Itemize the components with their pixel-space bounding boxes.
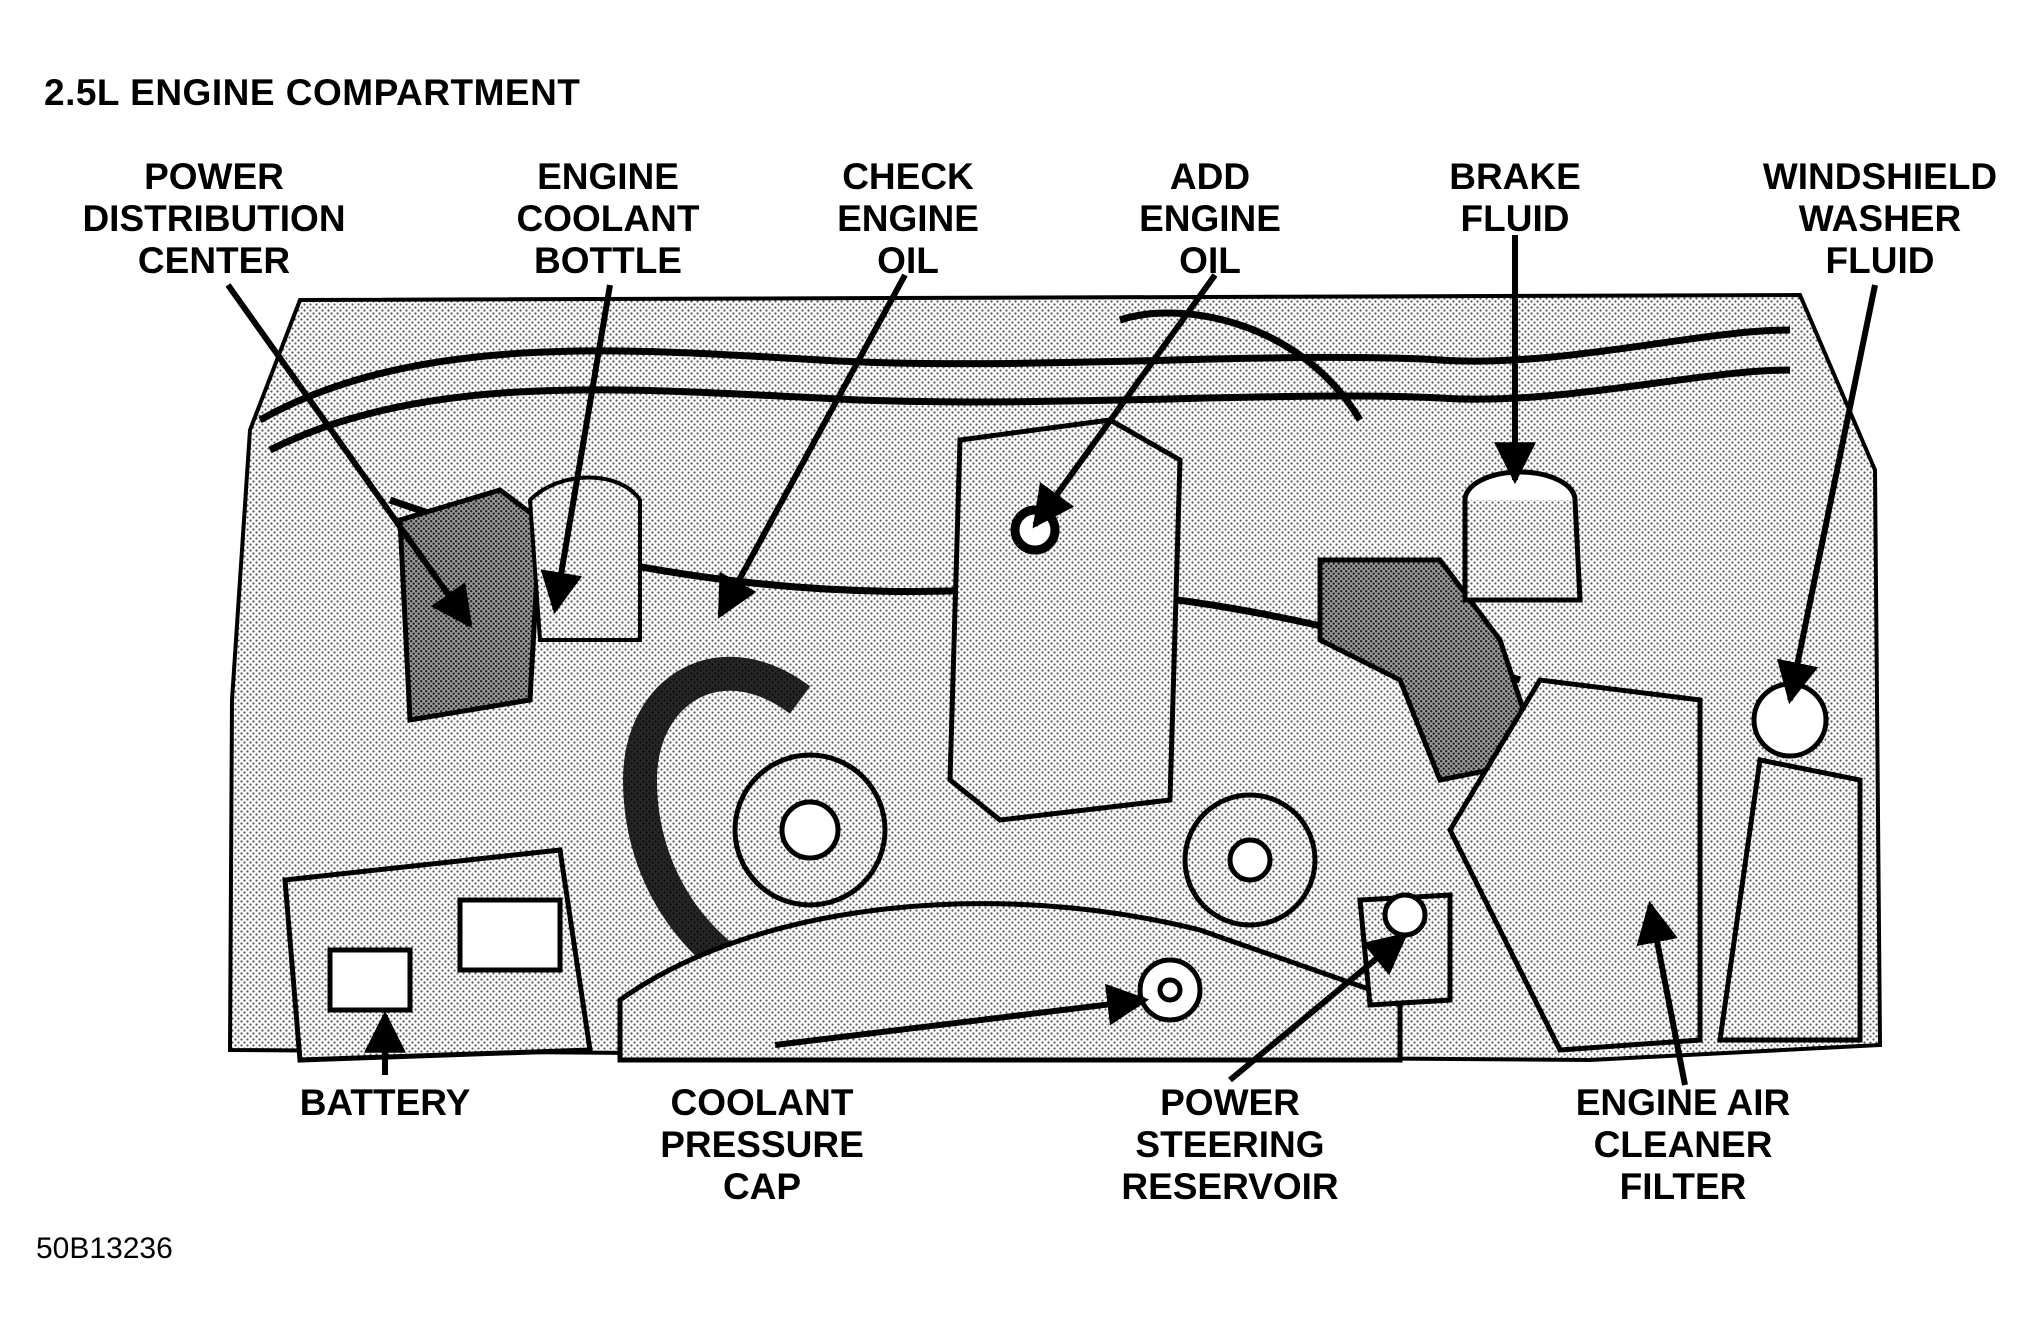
arrow-windshield-washer-fluid [1777, 284, 1878, 705]
water-pump-pulley [732, 752, 888, 908]
label-power-distribution-center: POWER DISTRIBUTION CENTER [82, 156, 346, 281]
power-steering-reservoir [1357, 892, 1453, 1008]
label-coolant-pressure-cap: COOLANT PRESSURE CAP [660, 1082, 864, 1207]
arrow-add-engine-oil [1032, 273, 1218, 529]
crank-pulley [1182, 792, 1318, 928]
coolant-pressure-cap [1137, 957, 1203, 1023]
oil-fill-cap [1014, 509, 1056, 551]
air-cleaner-housing [1447, 677, 1703, 1053]
brake-master-cylinder [1462, 469, 1583, 603]
figure-id: 50B13236 [36, 1232, 173, 1265]
washer-reservoir [1717, 681, 1863, 1043]
power-distribution-center-box [397, 487, 543, 723]
label-power-steering-reservoir: POWER STEERING RESERVOIR [1121, 1082, 1339, 1207]
label-engine-coolant-bottle: ENGINE COOLANT BOTTLE [516, 156, 700, 281]
arrow-check-engine-oil [717, 273, 908, 619]
arrow-coolant-pressure-cap [774, 983, 1150, 1048]
battery-block [282, 847, 593, 1063]
label-engine-air-cleaner-filter: ENGINE AIR CLEANER FILTER [1575, 1082, 1791, 1207]
label-add-engine-oil: ADD ENGINE OIL [1139, 156, 1281, 281]
arrow-power-distribution-center [225, 283, 473, 629]
label-brake-fluid: BRAKE FLUID [1449, 156, 1581, 239]
diagram-title: 2.5L ENGINE COMPARTMENT [44, 72, 581, 113]
arrow-engine-coolant-bottle [540, 284, 613, 615]
radiator-shroud [617, 901, 1403, 1063]
label-battery: BATTERY [299, 1082, 471, 1123]
label-check-engine-oil: CHECK ENGINE OIL [837, 156, 979, 281]
coolant-bottle [527, 475, 642, 642]
arrow-power-steering-reservoir [1228, 932, 1409, 1083]
label-windshield-washer-fluid: WINDSHIELD WASHER FLUID [1762, 156, 1998, 281]
arrow-engine-air-cleaner-filter [1636, 900, 1688, 1086]
leader-lines [225, 235, 1878, 1086]
radiator-hose [622, 656, 811, 1006]
